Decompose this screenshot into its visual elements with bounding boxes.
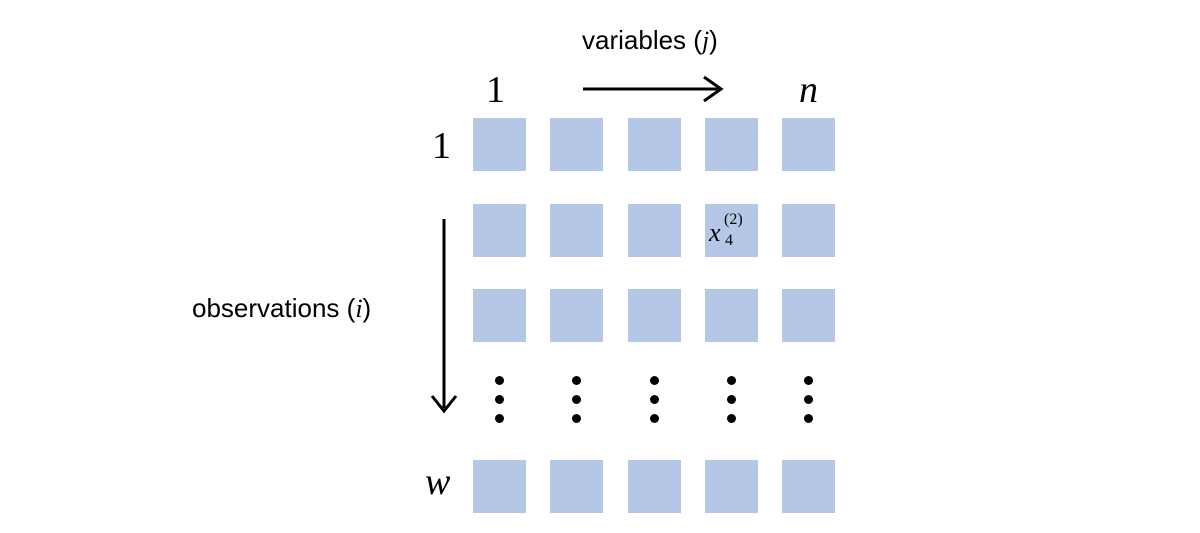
matrix-cell-r2-c4: [705, 204, 758, 257]
matrix-cell-rw-c2: [550, 460, 603, 513]
matrix-cell-r2-c2: [550, 204, 603, 257]
cell-label-base: x: [709, 218, 721, 247]
ellipsis-dot: [804, 395, 813, 404]
ellipsis-dot: [650, 414, 659, 423]
observations-arrow: [430, 219, 458, 414]
ellipsis-dot: [572, 376, 581, 385]
cell-label-superscript: (2): [724, 211, 743, 228]
cell-x-4-2-label: x (2) 4: [707, 211, 767, 263]
matrix-cell-r1-c3: [628, 118, 681, 171]
ellipsis-dot: [727, 395, 736, 404]
ellipsis-dot: [650, 376, 659, 385]
matrix-cell-r2-c1: [473, 204, 526, 257]
cell-label-subscript: 4: [725, 232, 733, 249]
variables-close: ): [709, 25, 718, 55]
matrix-cell-rw-c3: [628, 460, 681, 513]
matrix-cell-r1-c2: [550, 118, 603, 171]
matrix-cell-rw-c5: [782, 460, 835, 513]
observations-index: i: [355, 294, 363, 323]
observations-close: ): [362, 293, 372, 323]
ellipsis-dot: [572, 414, 581, 423]
matrix-cell-r1-c1: [473, 118, 526, 171]
matrix-cell-r2-c5: [782, 204, 835, 257]
matrix-cell-r3-c3: [628, 289, 681, 342]
ellipsis-dot: [804, 414, 813, 423]
column-last-label: n: [799, 69, 818, 111]
vertical-ellipsis-col-5: [804, 376, 814, 423]
ellipsis-dot: [495, 376, 504, 385]
variables-axis-label: variables (j): [582, 24, 718, 57]
variables-arrow: [583, 75, 724, 103]
vertical-ellipsis-col-1: [495, 376, 505, 423]
matrix-cell-r3-c1: [473, 289, 526, 342]
observations-axis-label: observations (i): [192, 292, 371, 325]
vertical-ellipsis-col-4: [727, 376, 737, 423]
matrix-cell-r2-c3: [628, 204, 681, 257]
matrix-cell-r3-c4: [705, 289, 758, 342]
matrix-cell-r1-c5: [782, 118, 835, 171]
ellipsis-dot: [727, 414, 736, 423]
variables-text: variables (: [582, 25, 702, 55]
row-first-label: 1: [432, 125, 451, 167]
matrix-cell-rw-c1: [473, 460, 526, 513]
ellipsis-dot: [804, 376, 813, 385]
vertical-ellipsis-col-2: [572, 376, 582, 423]
column-first-label: 1: [486, 69, 505, 111]
matrix-cell-rw-c4: [705, 460, 758, 513]
vertical-ellipsis-col-3: [650, 376, 660, 423]
matrix-cell-r3-c2: [550, 289, 603, 342]
matrix-cell-r3-c5: [782, 289, 835, 342]
observations-text: observations (: [192, 293, 356, 323]
ellipsis-dot: [495, 414, 504, 423]
row-last-label: w: [425, 461, 451, 503]
ellipsis-dot: [572, 395, 581, 404]
matrix-cell-r1-c4: [705, 118, 758, 171]
ellipsis-dot: [495, 395, 504, 404]
variables-index: j: [701, 26, 710, 55]
ellipsis-dot: [727, 376, 736, 385]
ellipsis-dot: [650, 395, 659, 404]
